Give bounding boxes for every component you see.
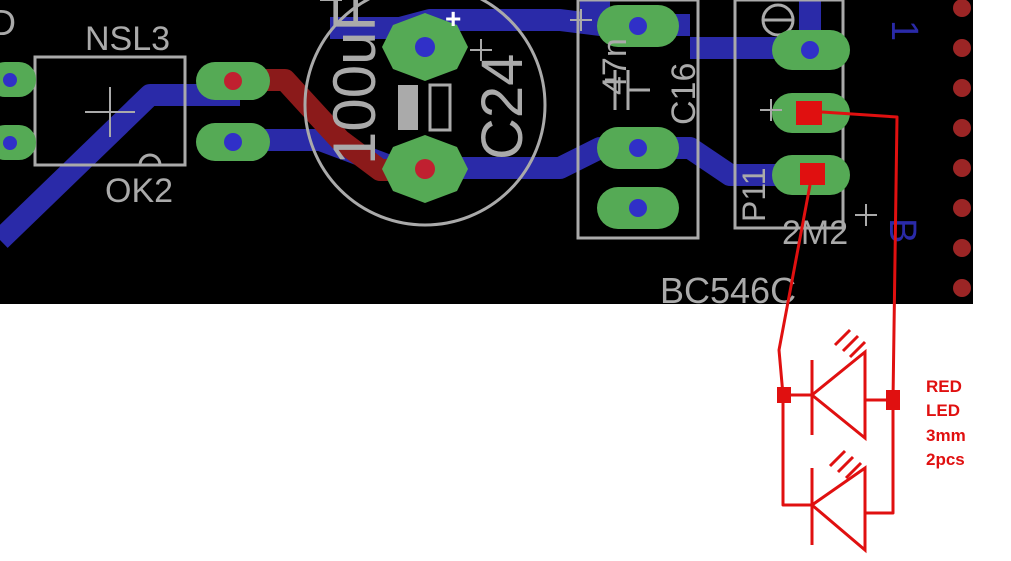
c16-symbol xyxy=(605,70,650,110)
led-symbol-2 xyxy=(809,449,867,554)
led-symbol-1 xyxy=(809,328,867,442)
p11-pads xyxy=(772,30,850,195)
edge-bottom-label: B xyxy=(881,218,923,243)
wire-junctions xyxy=(777,387,900,410)
c16-outline xyxy=(576,0,700,240)
edge-partial-label: D xyxy=(0,2,16,43)
led-note-line1: RED xyxy=(926,377,962,396)
c24-plus-label: + xyxy=(445,3,461,34)
led-note-line2: LED xyxy=(926,401,960,420)
led-note-line4: 2pcs xyxy=(926,450,965,469)
c16-name-label: C16 xyxy=(665,63,703,125)
c24-outline xyxy=(303,0,547,227)
ok2-crosshair xyxy=(85,87,135,137)
p11-name-label: P11 xyxy=(736,167,772,222)
ok2-value-label: NSL3 xyxy=(85,20,170,58)
c24-value-label: 100uF xyxy=(321,0,388,165)
origin-marks xyxy=(320,0,877,226)
c16-value-label: 47n xyxy=(596,38,634,95)
c24-pads xyxy=(382,13,468,203)
ok2-outline xyxy=(33,55,187,167)
c24-name-label: C24 xyxy=(470,54,535,160)
c16-pads xyxy=(597,5,679,229)
edge-top-label: 1 xyxy=(883,20,925,41)
transistor-label: BC546C xyxy=(660,270,796,311)
p11-value-label: 2M2 xyxy=(782,214,848,252)
led-note-line3: 3mm xyxy=(926,426,966,445)
edge-connector xyxy=(953,0,971,297)
c24-polarity-mark xyxy=(398,83,452,132)
ok2-name-label: OK2 xyxy=(105,172,173,210)
ok2-pads xyxy=(0,62,270,161)
